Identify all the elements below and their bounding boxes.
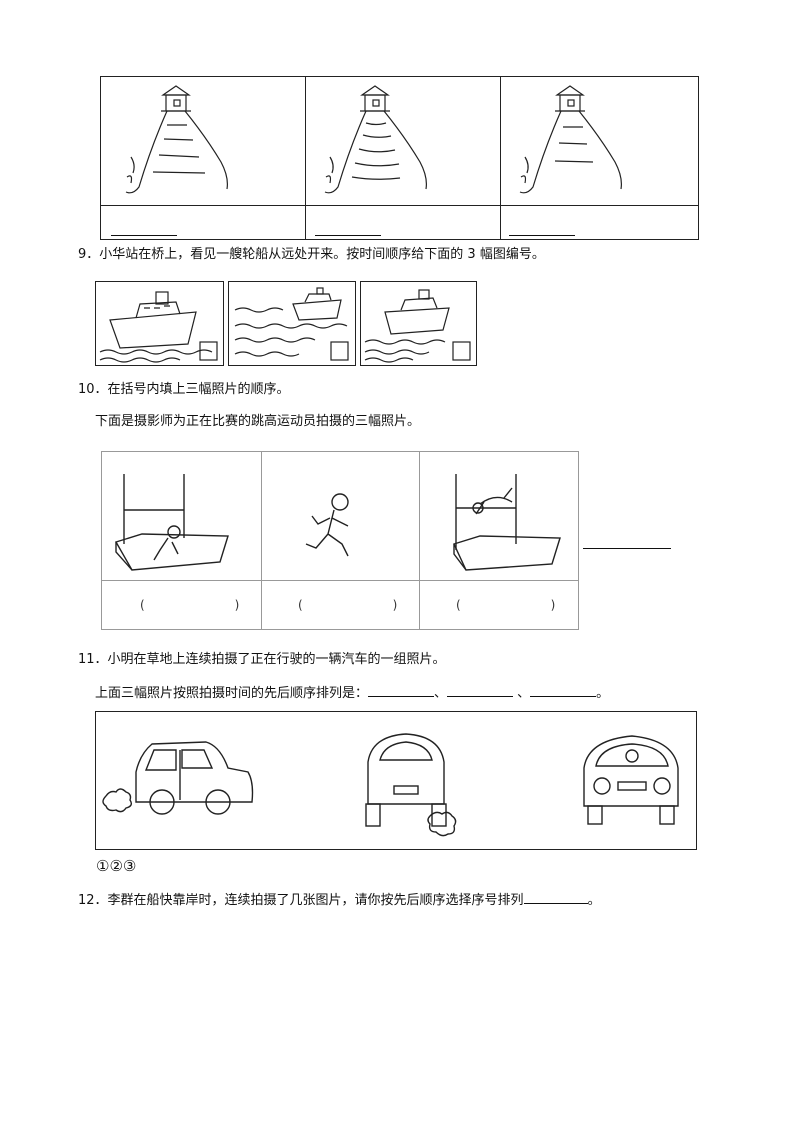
car-side-view — [102, 741, 254, 815]
lighthouse-picture-3 — [500, 76, 699, 206]
car-photos — [95, 711, 697, 850]
car-front-view — [583, 735, 679, 825]
lighthouse-picture-1 — [100, 76, 306, 206]
photo-running — [305, 493, 349, 557]
question-text: 在括号内填上三幅照片的顺序。 — [107, 382, 290, 397]
answer-blank[interactable] — [110, 223, 177, 236]
question-text: 李群在船快靠岸时，连续拍摄了几张图片，请你按先后顺序选择序号排列 — [107, 893, 524, 908]
question-number: 9． — [78, 247, 100, 262]
question-text: 小明在草地上连续拍摄了正在行驶的一辆汽车的一组照片。 — [107, 652, 446, 667]
answer-cell[interactable] — [100, 205, 306, 240]
question-9: 9．小华站在桥上，看见一艘轮船从远处开来。按时间顺序给下面的 3 幅图编号。 — [78, 246, 545, 264]
photo-landing-mat — [114, 474, 229, 571]
question-11-subtext: 上面三幅照片按照拍摄时间的先后顺序排列是：、 、。 — [95, 684, 610, 701]
question-10: 10．在括号内填上三幅照片的顺序。 — [78, 381, 290, 399]
question-text: 小华站在桥上，看见一艘轮船从远处开来。按时间顺序给下面的 3 幅图编号。 — [99, 247, 545, 262]
answer-cell[interactable] — [305, 205, 501, 240]
photo-jump-over-bar — [453, 474, 561, 571]
lighthouse-table — [100, 76, 699, 240]
order-blank-3[interactable] — [530, 684, 597, 697]
order-blank-2[interactable] — [447, 684, 514, 697]
car-photo-labels: ①②③ — [96, 857, 137, 875]
high-jump-photos: ( ) ( ) ( ) — [101, 451, 579, 630]
q12-answer-blank[interactable] — [523, 891, 588, 904]
order-blank-1[interactable] — [368, 684, 435, 697]
question-number: 10． — [78, 382, 108, 397]
question-10-subtext: 下面是摄影师为正在比赛的跳高运动员拍摄的三幅照片。 — [95, 414, 421, 429]
photo-2-order[interactable]: ( ) — [298, 598, 420, 612]
question-number: 11． — [78, 652, 108, 667]
ship-picture-2 — [228, 281, 356, 366]
question-number: 12． — [78, 893, 108, 908]
answer-blank[interactable] — [314, 223, 381, 236]
question-11: 11．小明在草地上连续拍摄了正在行驶的一辆汽车的一组照片。 — [78, 651, 446, 669]
answer-blank[interactable] — [508, 223, 575, 236]
ship-picture-3 — [360, 281, 477, 366]
lighthouse-picture-2 — [305, 76, 501, 206]
photo-3-order[interactable]: ( ) — [456, 598, 578, 612]
q10-answer-blank[interactable] — [583, 536, 671, 549]
car-rear-view — [365, 733, 457, 837]
photo-1-order[interactable]: ( ) — [140, 598, 262, 612]
ship-picture-1 — [95, 281, 224, 366]
answer-cell[interactable] — [500, 205, 699, 240]
question-12: 12．李群在船快靠岸时，连续拍摄了几张图片，请你按先后顺序选择序号排列。 — [78, 891, 601, 908]
